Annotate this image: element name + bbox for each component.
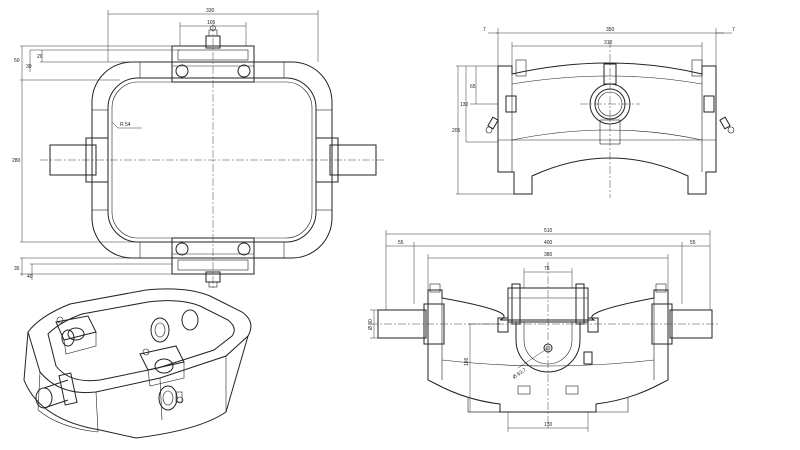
bolt-bottom-right <box>237 242 251 256</box>
dim-top-hub-width: 105 <box>207 20 216 26</box>
dim-side-left-55: 55 <box>398 240 404 246</box>
dim-side-shaft-dia: Ø 80 <box>368 319 374 330</box>
dim-top-overall-width: 330 <box>206 8 215 14</box>
dim-top-left-50: 50 <box>14 58 20 64</box>
bolt-bottom-left <box>175 242 189 256</box>
dim-front-65: 65 <box>470 84 476 90</box>
dim-front-205: 205 <box>452 128 461 134</box>
iso-rim-inner <box>47 300 235 382</box>
dim-top-left-20: 20 <box>37 54 43 60</box>
front-body-outline <box>497 62 717 195</box>
dim-top-radius: R 54 <box>120 122 131 128</box>
dim-side-overall: 510 <box>544 228 553 234</box>
isometric-view <box>23 288 252 439</box>
dim-front-right-7: 7 <box>732 27 735 33</box>
dim-side-pcd: Ø 63,7 <box>512 367 528 381</box>
dim-top-left-30: 30 <box>26 64 32 70</box>
dim-side-bore: 75 <box>544 266 550 272</box>
dim-front-overall: 350 <box>606 27 615 33</box>
side-right-shaft <box>669 309 713 339</box>
top-view: R 54 330 105 50 30 20 280 35 40 <box>12 8 385 290</box>
dim-top-bottom-35: 35 <box>14 266 20 272</box>
dim-side-height: 186 <box>464 357 470 366</box>
dim-top-bottom-40: 40 <box>27 274 33 280</box>
dim-side-right-55: 55 <box>690 240 696 246</box>
dim-side-inner: 380 <box>544 252 553 258</box>
dim-side-span: 400 <box>544 240 553 246</box>
bolt-top-right <box>237 64 251 78</box>
dim-front-left-7: 7 <box>483 27 486 33</box>
dim-top-height: 280 <box>12 158 21 164</box>
dim-side-base: 130 <box>544 422 553 428</box>
front-view: 7 350 7 310 65 130 205 <box>452 27 735 198</box>
bolt-top-left <box>175 64 189 78</box>
dim-front-130: 130 <box>460 102 469 108</box>
iso-rim-outer <box>27 288 252 394</box>
dim-front-inner: 310 <box>604 40 613 46</box>
side-view: Ø 63,7 510 55 400 55 380 <box>368 228 718 432</box>
